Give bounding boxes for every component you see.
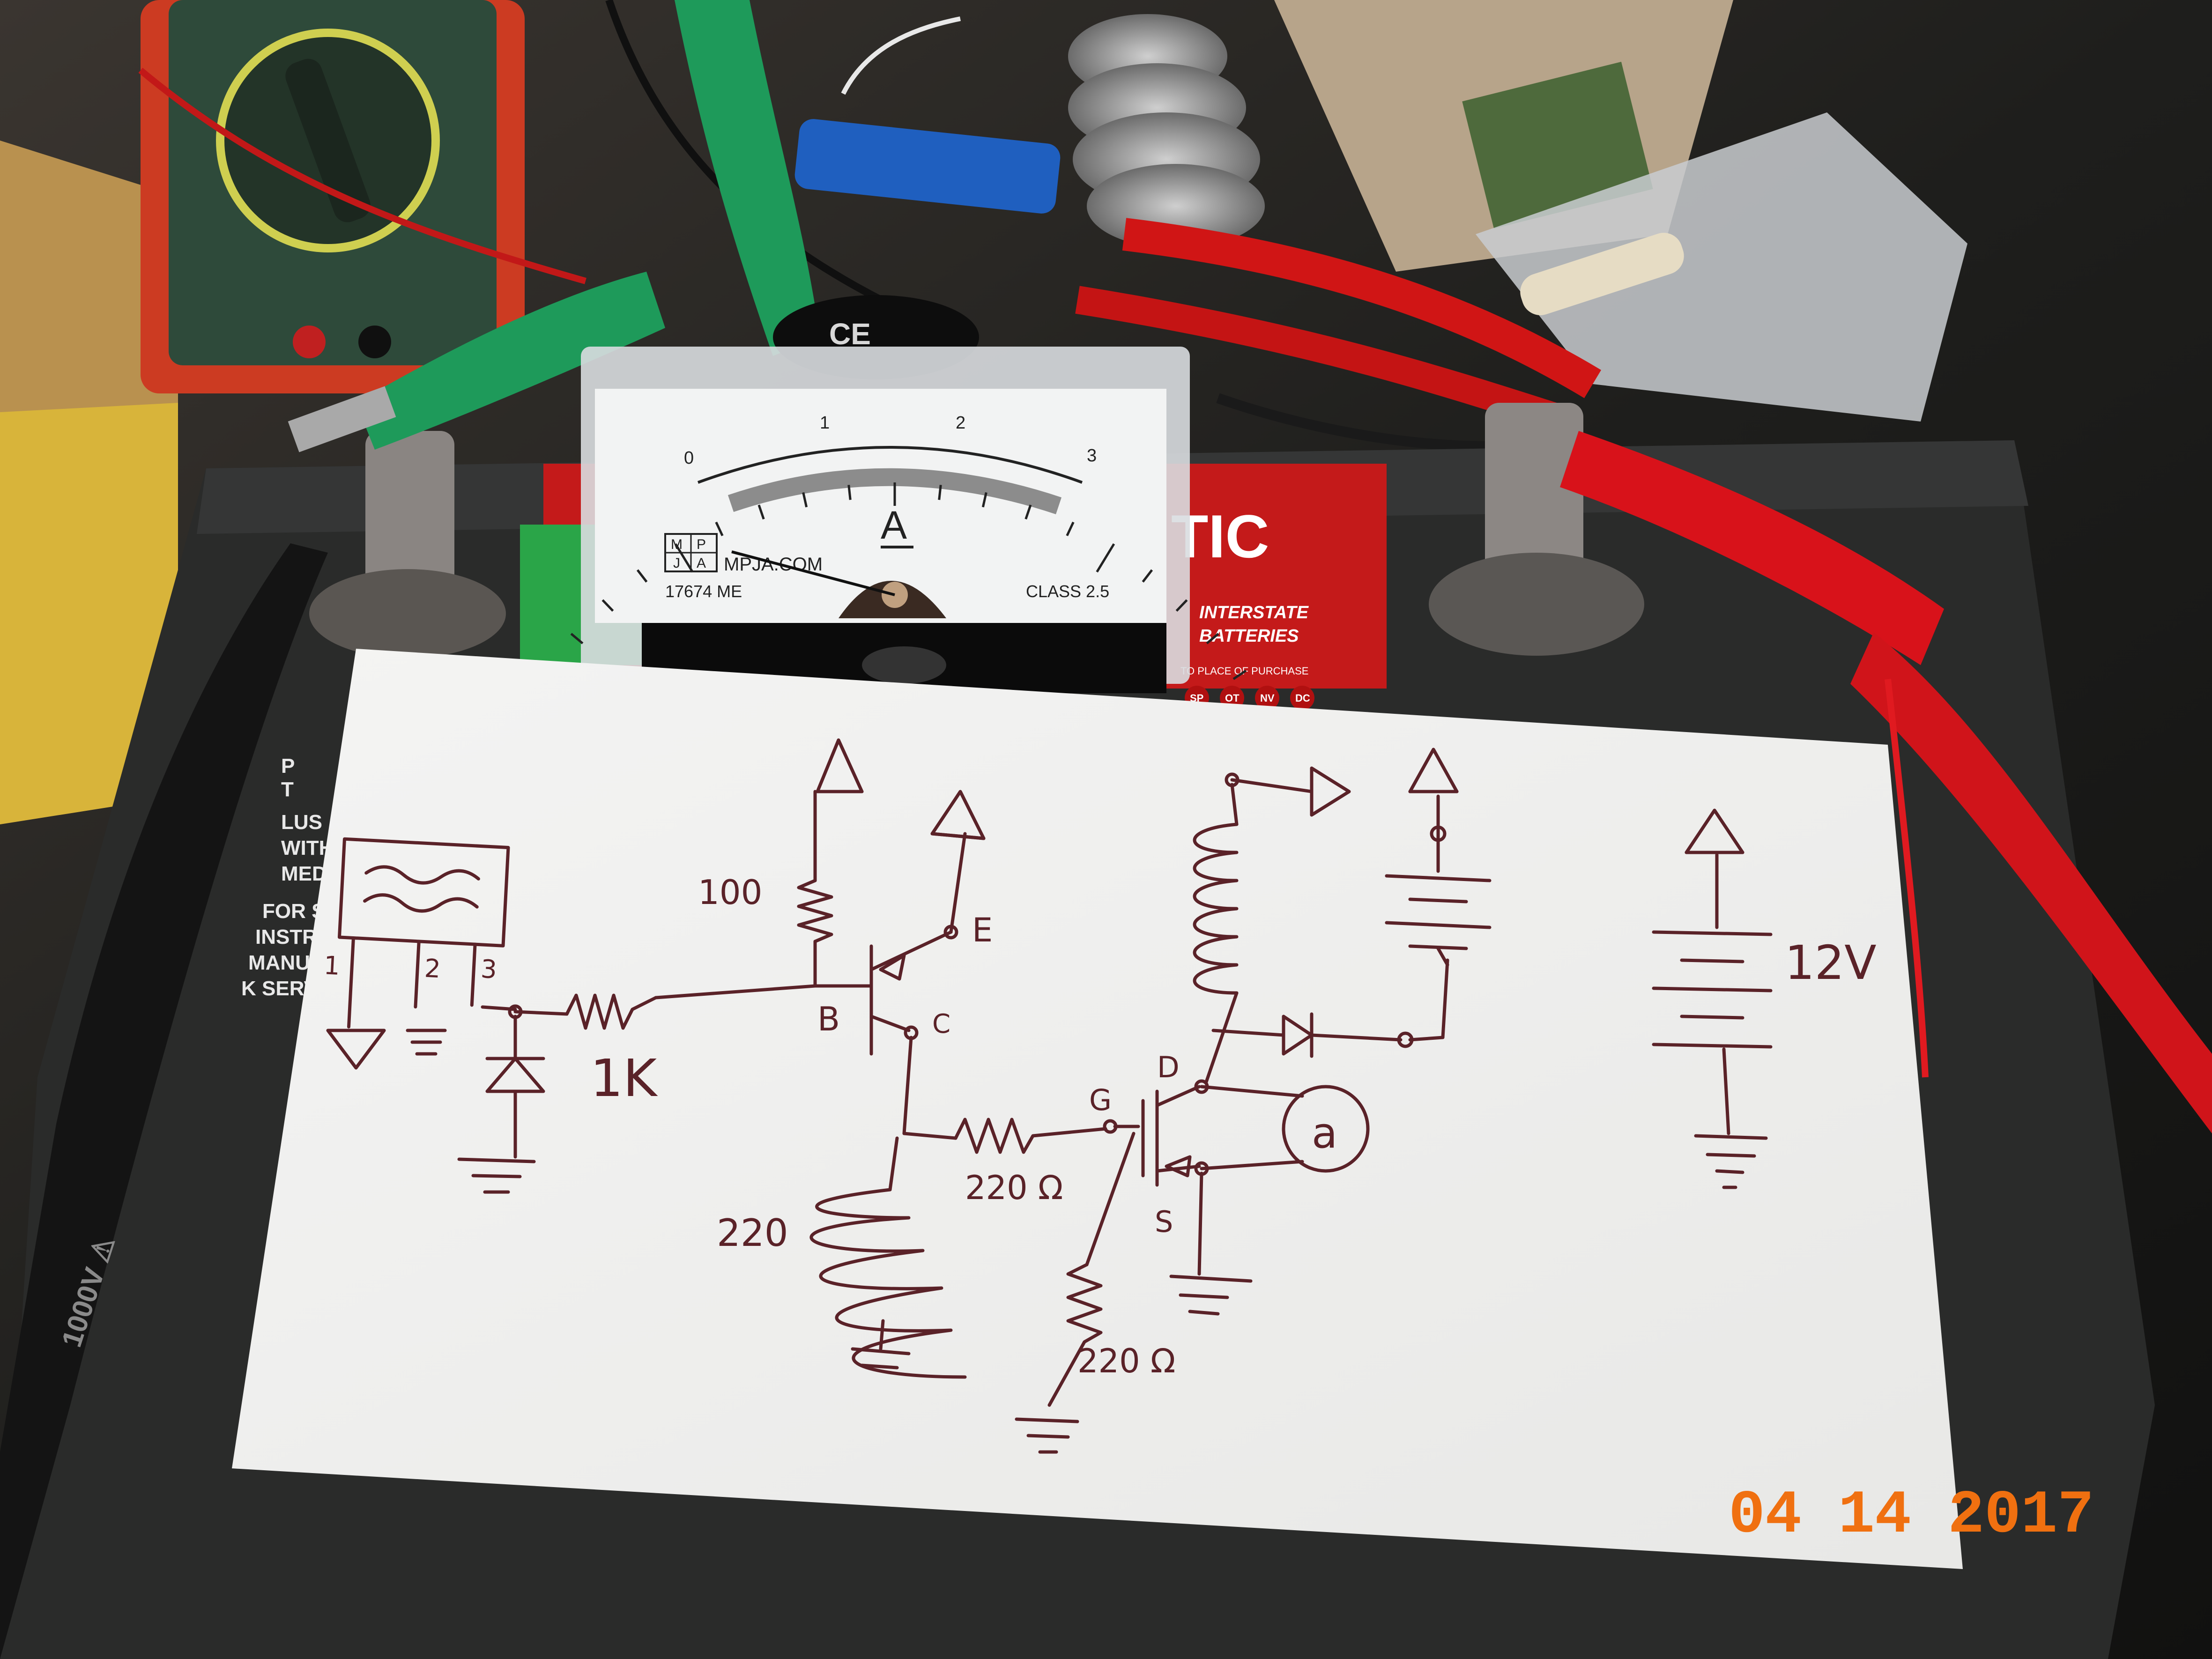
- scale-tick: [1232, 669, 1247, 680]
- ground-arrow-pin1: [326, 1029, 386, 1070]
- code-ot: OT: [1225, 692, 1240, 704]
- pin-2-label: 2: [424, 954, 442, 984]
- multimeter: [141, 0, 525, 393]
- svg-text:A: A: [697, 555, 706, 571]
- inductor-coil: [1193, 822, 1239, 995]
- scale-label-1: 1: [820, 413, 830, 433]
- scale-tick: [847, 485, 852, 500]
- ground-symbol-gate: [1015, 1417, 1079, 1454]
- pnp-emitter-arrow: [879, 954, 906, 981]
- battery-brand-line1: INTERSTATE: [1199, 603, 1309, 622]
- date-stamp: 04 14 2017: [1729, 1481, 2094, 1550]
- label-220-gate: 220 Ω: [965, 1169, 1063, 1207]
- label-220-gate-ground: 220 Ω: [1077, 1342, 1175, 1380]
- scale-tick: [938, 485, 942, 500]
- scale-tick: [1096, 543, 1115, 573]
- analog-ammeter: 0 1 2 3 A M P J A MPJA.COM 17674 ME CLAS…: [473, 347, 1316, 935]
- svg-text:P: P: [697, 537, 706, 552]
- ground-symbol-source: [1169, 1274, 1253, 1316]
- ground-symbol-12v: [1694, 1134, 1768, 1189]
- label-base: B: [817, 1000, 840, 1038]
- pin-1-label: 1: [323, 950, 341, 981]
- sensor-module-box: [337, 837, 510, 948]
- ground-symbol-zener: [457, 1157, 536, 1194]
- scale-tick: [1142, 569, 1153, 583]
- label-100: 100: [698, 873, 762, 912]
- label-drain: D: [1157, 1050, 1180, 1084]
- model-text: 17674 ME: [665, 582, 742, 601]
- ce-mark: CE: [829, 317, 871, 351]
- label-220-pulldown: 220: [717, 1211, 788, 1255]
- label-gate: G: [1089, 1083, 1112, 1117]
- label-collector: C: [932, 1009, 950, 1039]
- scale-tick: [802, 492, 808, 508]
- pin-3-label: 3: [480, 954, 498, 985]
- code-nv: NV: [1260, 692, 1275, 704]
- scale-label-3: 3: [1087, 446, 1097, 466]
- scale-label-2: 2: [956, 413, 965, 433]
- scale-label-0: 0: [684, 448, 694, 468]
- resistor-220-gate: [954, 1118, 1107, 1154]
- red-alligator-clip: [1560, 431, 2212, 1133]
- svg-text:INSTR: INSTR: [255, 926, 317, 948]
- accuracy-text: CLASS 2.5: [1026, 582, 1109, 601]
- scale-tick: [570, 633, 584, 644]
- scale-tick: [674, 543, 694, 573]
- coil-output-arrow: [1310, 766, 1351, 817]
- label-12v: 12V: [1785, 935, 1877, 990]
- svg-text:J: J: [673, 555, 680, 571]
- meter-needle: [731, 550, 895, 596]
- mpja-logo: M P J A: [664, 533, 718, 572]
- scale-tick: [715, 521, 724, 536]
- label-emitter: E: [972, 911, 993, 949]
- scale-tick: [636, 569, 648, 583]
- svg-text:M: M: [671, 537, 683, 552]
- code-dc: DC: [1295, 692, 1310, 704]
- scale-line: [697, 446, 1083, 484]
- svg-text:P: P: [281, 755, 295, 778]
- ground-symbol-pin2: [406, 1029, 447, 1056]
- scale-tick: [1175, 599, 1188, 612]
- resistor-100: [797, 879, 833, 988]
- meter-symbol: [1282, 1085, 1370, 1173]
- scale-tick: [1024, 504, 1032, 520]
- scale-tick: [1206, 633, 1219, 644]
- scale-tick: [981, 492, 987, 508]
- green-alligator-clips: [288, 0, 820, 452]
- label-1k: 1K: [590, 1048, 658, 1108]
- flyback-diode: [1282, 1015, 1314, 1056]
- unit-label: A: [881, 503, 907, 547]
- background-clutter: [0, 0, 1967, 824]
- scale-tick: [757, 504, 765, 520]
- svg-text:FOR S: FOR S: [262, 900, 325, 923]
- label-source: S: [1155, 1205, 1173, 1239]
- battery-symbol-12v: [1652, 930, 1773, 1049]
- label-meter-symbol: a: [1312, 1109, 1337, 1158]
- scale-tick: [1066, 521, 1075, 536]
- scale-tick: [601, 599, 614, 612]
- resistor-1k: [513, 993, 658, 1030]
- svg-text:LUS: LUS: [281, 811, 322, 834]
- resistor-220-pulldown: [809, 1136, 967, 1379]
- svg-text:T: T: [281, 778, 294, 801]
- schematic-paper: 1 2 3 1K 100: [232, 649, 1963, 1569]
- resistor-220-gate-ground: [1047, 1263, 1103, 1407]
